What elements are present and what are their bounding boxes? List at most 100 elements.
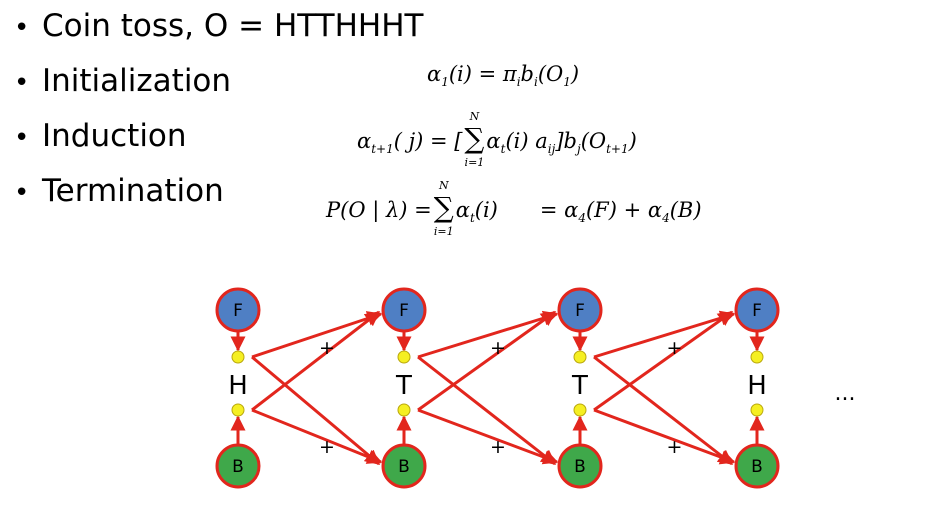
- transition-arrow: [251, 408, 383, 464]
- sum-upper-limit: N: [438, 179, 449, 192]
- fair-state-label: F: [399, 301, 409, 321]
- bullet-dot: •: [14, 68, 30, 98]
- transition-arrow: [593, 310, 734, 412]
- observation-symbol: H: [228, 371, 248, 401]
- eq-subscript: ij: [547, 142, 556, 157]
- bullet-text: Induction: [42, 118, 187, 154]
- eq-subscript: i: [533, 75, 538, 90]
- eq-text: ): [570, 62, 580, 86]
- eq-text: (F) + α: [585, 198, 663, 222]
- eq-symbol: b: [520, 62, 534, 86]
- fair-state-label: F: [233, 301, 243, 321]
- observation-symbol: H: [747, 371, 767, 401]
- eq-text: (i) a: [505, 129, 548, 153]
- fair-state-label: F: [752, 301, 762, 321]
- plus-sign: +: [667, 436, 683, 458]
- observation-dot: [397, 350, 411, 364]
- eq-text: (O: [537, 62, 564, 86]
- eq-text: = α: [539, 198, 579, 222]
- observation-dot: [750, 350, 764, 364]
- eq-symbol: α: [357, 129, 372, 153]
- bullet-dot: •: [14, 178, 30, 208]
- observation-dot: [231, 403, 245, 417]
- bullet-text: Coin toss, O = HTTHHHT: [42, 8, 424, 44]
- fair-state-label: F: [575, 301, 585, 321]
- transition-arrow: [417, 310, 559, 359]
- eq-text: (i) = π: [448, 62, 517, 86]
- sum-lower-limit: i=1: [433, 225, 454, 238]
- bullet-dot: •: [14, 123, 30, 153]
- eq-symbol: α: [486, 129, 501, 153]
- eq-subscript: t+1: [371, 142, 394, 157]
- transition-arrow: [251, 355, 381, 466]
- ellipsis: ...: [835, 381, 856, 406]
- transition-arrow: [593, 408, 736, 465]
- transition-arrow: [417, 355, 557, 466]
- eq-subscript: 4: [662, 211, 670, 226]
- biased-state-node: [215, 443, 261, 489]
- observation-dot: [397, 403, 411, 417]
- transition-arrow: [251, 311, 383, 359]
- biased-state-node: [734, 443, 780, 489]
- eq-text: (i): [474, 198, 498, 222]
- transition-arrow: [417, 310, 557, 412]
- transition-arrow: [593, 310, 736, 359]
- bullet-coin-toss: • Coin toss, O = HTTHHHT: [14, 6, 423, 46]
- observation-symbol: T: [571, 371, 588, 401]
- fair-state-node: [557, 287, 603, 333]
- bullet-text: Initialization: [42, 63, 232, 99]
- eq-subscript: t: [469, 211, 475, 226]
- biased-state-label: B: [751, 457, 763, 477]
- eq-text: ): [628, 129, 637, 153]
- observation-symbol: T: [395, 371, 412, 401]
- eq-text: (B): [669, 198, 702, 222]
- sum-upper-limit: N: [469, 110, 480, 123]
- plus-sign: +: [667, 337, 683, 359]
- biased-state-node: [557, 443, 603, 489]
- plus-sign: +: [319, 436, 335, 458]
- bullet-initialization: • Initialization: [14, 61, 231, 101]
- bullet-text: Termination: [42, 173, 224, 209]
- initialization-equation: α1(i) = πibi(O1): [427, 62, 579, 89]
- eq-subscript: 1: [563, 75, 571, 90]
- eq-subscript: 1: [441, 75, 449, 90]
- observation-dot: [573, 403, 587, 417]
- eq-subscript: t+1: [606, 142, 629, 157]
- eq-text: ( j) = [: [393, 129, 463, 153]
- fair-state-node: [215, 287, 261, 333]
- sum-lower-limit: i=1: [464, 156, 485, 169]
- fair-state-node: [734, 287, 780, 333]
- eq-subscript: t: [500, 142, 506, 157]
- bullet-termination: • Termination: [14, 171, 224, 211]
- plus-sign: +: [490, 337, 506, 359]
- biased-state-label: B: [398, 457, 410, 477]
- biased-state-label: B: [574, 457, 586, 477]
- observation-dot: [573, 350, 587, 364]
- eq-subscript: j: [576, 142, 581, 157]
- plus-sign: +: [490, 436, 506, 458]
- plus-sign: +: [319, 337, 335, 359]
- eq-text: ]b: [555, 129, 577, 153]
- observation-dot: [231, 350, 245, 364]
- bullet-induction: • Induction: [14, 116, 187, 156]
- eq-symbol: α: [455, 198, 470, 222]
- biased-state-label: B: [232, 457, 244, 477]
- bullet-dot: •: [14, 13, 30, 43]
- eq-text: P(O | λ) =: [326, 198, 432, 222]
- transition-arrow: [251, 310, 381, 412]
- eq-subscript: i: [516, 75, 521, 90]
- fair-state-node: [381, 287, 427, 333]
- eq-subscript: 4: [578, 211, 586, 226]
- eq-text: (O: [580, 129, 607, 153]
- eq-symbol: α: [427, 62, 442, 86]
- biased-state-node: [381, 443, 427, 489]
- observation-dot: [750, 403, 764, 417]
- transition-arrow: [417, 408, 559, 465]
- transition-arrow: [593, 355, 734, 466]
